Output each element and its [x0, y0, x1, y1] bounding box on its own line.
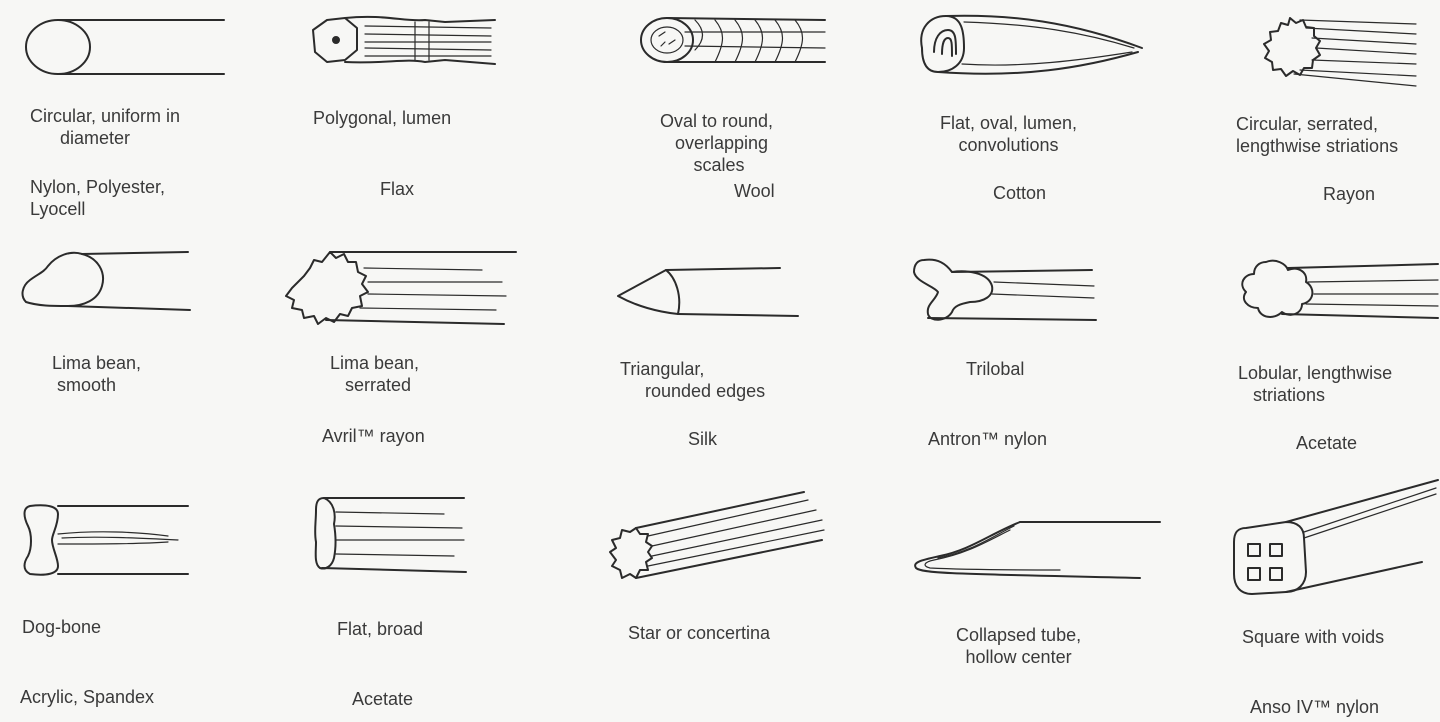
trilobal-fiber-drawing — [913, 258, 1097, 321]
fiber-oval-scales: Wool — [734, 181, 775, 201]
circular-serrated-fiber-drawing — [1263, 17, 1417, 87]
description-lima-bean-serrated: Lima bean, serrated — [330, 353, 420, 395]
fiber-trilobal: Antron™ nylon — [928, 429, 1048, 449]
square-voids-fiber-drawing — [1233, 479, 1439, 595]
collapsed-tube-fiber-drawing — [914, 521, 1161, 579]
triangular-fiber-drawing — [617, 267, 799, 317]
description-flat-oval: Flat, oval, lumen, convolutions — [940, 113, 1078, 155]
description-circular-serrated: Circular, serrated, lengthwise striation… — [1236, 114, 1399, 156]
description-flat-broad: Flat, broad — [337, 619, 424, 639]
lima-bean-serrated-fiber-drawing — [285, 251, 517, 325]
description-lima-bean-smooth: Lima bean, smooth — [52, 353, 142, 395]
fiber-flat-oval: Cotton — [993, 183, 1047, 203]
fiber-triangular: Silk — [688, 429, 718, 449]
fiber-lima-bean-serrated: Avril™ rayon — [322, 426, 425, 446]
fiber-lobular: Acetate — [1296, 433, 1358, 453]
description-oval-scales: Oval to round, overlapping scales — [660, 111, 774, 175]
description-polygonal: Polygonal, lumen — [313, 108, 452, 128]
description-dog-bone: Dog-bone — [22, 617, 102, 637]
lima-bean-smooth-fiber-drawing — [21, 251, 191, 311]
dog-bone-fiber-drawing — [23, 504, 189, 576]
description-square-voids: Square with voids — [1242, 627, 1385, 647]
description-triangular: Triangular, rounded edges — [620, 359, 766, 401]
description-trilobal: Trilobal — [966, 359, 1025, 379]
fiber-flat-broad: Acetate — [352, 689, 414, 709]
description-star: Star or concertina — [628, 623, 771, 643]
lobular-fiber-drawing — [1241, 259, 1439, 319]
fiber-circular-serrated: Rayon — [1323, 184, 1376, 204]
flat-broad-fiber-drawing — [314, 497, 467, 573]
description-circular: Circular, uniform in diameter — [30, 106, 181, 148]
fiber-dog-bone: Acrylic, Spandex — [20, 687, 155, 707]
star-fiber-drawing — [609, 491, 825, 579]
description-lobular: Lobular, lengthwise striations — [1238, 363, 1393, 405]
fiber-square-voids: Anso IV™ nylon — [1250, 697, 1380, 717]
flat-oval-fiber-drawing — [920, 14, 1143, 75]
description-collapsed-tube: Collapsed tube, hollow center — [956, 625, 1082, 667]
fiber-circular: Nylon, Polyester, Lyocell — [30, 177, 166, 219]
circular-fiber-drawing — [25, 19, 225, 75]
polygonal-fiber-drawing — [312, 15, 496, 65]
fiber-polygonal: Flax — [380, 179, 415, 199]
oval-scales-fiber-drawing — [640, 17, 826, 63]
